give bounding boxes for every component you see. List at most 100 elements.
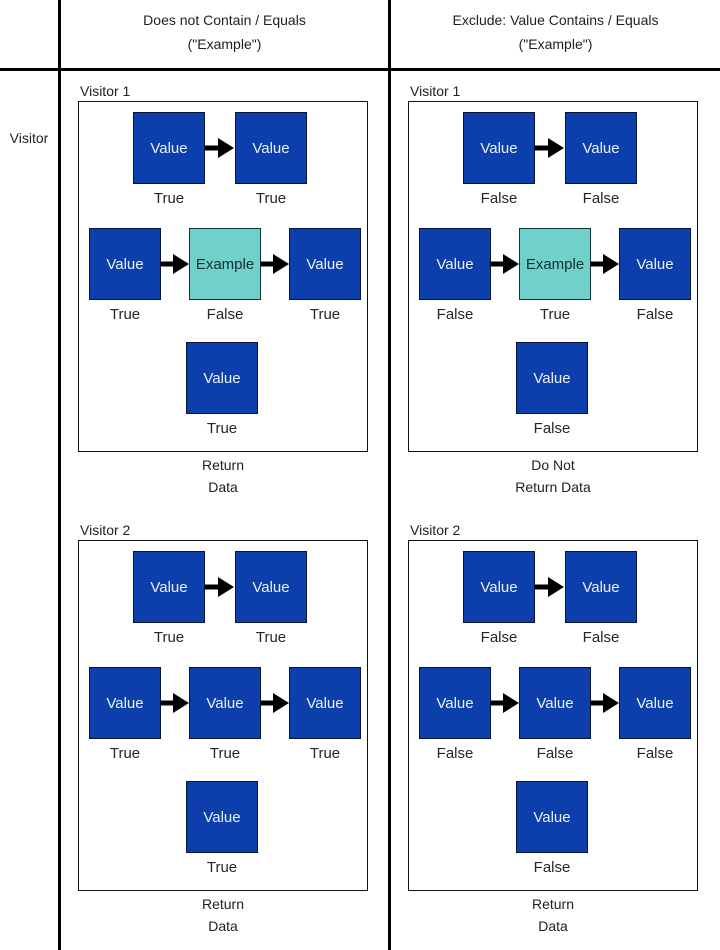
box-label: Value — [636, 255, 674, 273]
panel-result: Return Data — [78, 893, 368, 937]
verdict-label: False — [480, 190, 518, 207]
row-label-visitor: Visitor — [9, 130, 49, 146]
box-label: Value — [582, 578, 620, 596]
column-header-line1: Exclude: Value Contains / Equals — [452, 12, 659, 28]
result-line1: Return — [531, 896, 575, 912]
panel-title: Visitor 1 — [410, 83, 461, 99]
arrow-right-icon — [590, 254, 619, 274]
verdict-label: False — [536, 745, 574, 762]
value-box: Value — [235, 112, 307, 184]
value-box: Value — [619, 667, 691, 739]
arrow-right-icon — [490, 693, 519, 713]
panel-visitor2-exclude: Visitor 2 Value Value False False Value … — [408, 522, 698, 940]
verdict-label: True — [153, 629, 185, 646]
verdict-label: True — [255, 190, 287, 207]
value-box: Value — [419, 228, 491, 300]
example-box: Example — [189, 228, 261, 300]
arrow-right-icon — [160, 254, 189, 274]
value-box: Value — [133, 112, 205, 184]
verdict-label: True — [539, 306, 571, 323]
value-box: Value — [463, 551, 535, 623]
value-box: Value — [516, 342, 588, 414]
box-label: Value — [480, 139, 518, 157]
verdict-label: False — [206, 306, 244, 323]
result-line2: Data — [208, 918, 238, 934]
box-label: Value — [150, 139, 188, 157]
box-label: Value — [203, 369, 241, 387]
example-box: Example — [519, 228, 591, 300]
box-label: Value — [533, 808, 571, 826]
arrow-right-icon — [260, 693, 289, 713]
arrow-right-icon — [205, 577, 234, 597]
result-line1: Do Not — [531, 457, 575, 473]
box-label: Example — [525, 255, 585, 273]
arrow-right-icon — [535, 138, 564, 158]
verdict-label: True — [309, 745, 341, 762]
column-header-line1: Does not Contain / Equals — [143, 12, 306, 28]
box-label: Value — [252, 139, 290, 157]
value-box: Value — [186, 342, 258, 414]
panel-title: Visitor 1 — [80, 83, 131, 99]
box-label: Value — [533, 369, 571, 387]
arrow-right-icon — [535, 577, 564, 597]
value-box: Value — [189, 667, 261, 739]
arrow-right-icon — [160, 693, 189, 713]
result-line1: Return — [201, 896, 245, 912]
panel-frame: Value Value False False Value Example Va… — [408, 101, 698, 452]
verdict-label: True — [109, 745, 141, 762]
panel-title: Visitor 2 — [80, 522, 131, 538]
arrow-right-icon — [205, 138, 234, 158]
verdict-label: False — [436, 745, 474, 762]
table-gridline-vertical-left — [58, 0, 61, 950]
result-line2: Data — [538, 918, 568, 934]
box-label: Value — [306, 255, 344, 273]
verdict-label: False — [533, 420, 571, 437]
value-box: Value — [516, 781, 588, 853]
arrow-right-icon — [260, 254, 289, 274]
verdict-label: True — [209, 745, 241, 762]
box-label: Value — [436, 694, 474, 712]
column-header-does-not-contain: Does not Contain / Equals ("Example") — [61, 8, 388, 56]
value-box: Value — [89, 228, 161, 300]
value-box: Value — [89, 667, 161, 739]
value-box: Value — [463, 112, 535, 184]
verdict-label: True — [309, 306, 341, 323]
result-line1: Return — [201, 457, 245, 473]
box-label: Value — [106, 255, 144, 273]
panel-result: Return Data — [408, 893, 698, 937]
value-box: Value — [419, 667, 491, 739]
column-header-exclude-contains: Exclude: Value Contains / Equals ("Examp… — [391, 8, 720, 56]
verdict-label: False — [436, 306, 474, 323]
verdict-label: True — [255, 629, 287, 646]
value-box: Value — [289, 228, 361, 300]
panel-frame: Value Value False False Value Value Valu… — [408, 540, 698, 891]
value-box: Value — [565, 551, 637, 623]
verdict-label: False — [582, 629, 620, 646]
verdict-label: True — [153, 190, 185, 207]
box-label: Value — [636, 694, 674, 712]
value-box: Value — [289, 667, 361, 739]
box-label: Value — [203, 808, 241, 826]
panel-frame: Value Value True True Value Value Value … — [78, 540, 368, 891]
box-label: Value — [480, 578, 518, 596]
box-label: Value — [536, 694, 574, 712]
box-label: Example — [195, 255, 255, 273]
box-label: Value — [436, 255, 474, 273]
panel-title: Visitor 2 — [410, 522, 461, 538]
column-header-line2: ("Example") — [518, 36, 593, 52]
verdict-label: True — [206, 420, 238, 437]
arrow-right-icon — [490, 254, 519, 274]
verdict-label: False — [533, 859, 571, 876]
verdict-label: False — [582, 190, 620, 207]
verdict-label: True — [206, 859, 238, 876]
result-line2: Return Data — [515, 479, 591, 495]
table-gridline-vertical-middle — [388, 0, 391, 950]
box-label: Value — [150, 578, 188, 596]
box-label: Value — [252, 578, 290, 596]
value-box: Value — [565, 112, 637, 184]
panel-result: Return Data — [78, 454, 368, 498]
value-box: Value — [235, 551, 307, 623]
box-label: Value — [206, 694, 244, 712]
panel-frame: Value Value True True Value Example Valu… — [78, 101, 368, 452]
